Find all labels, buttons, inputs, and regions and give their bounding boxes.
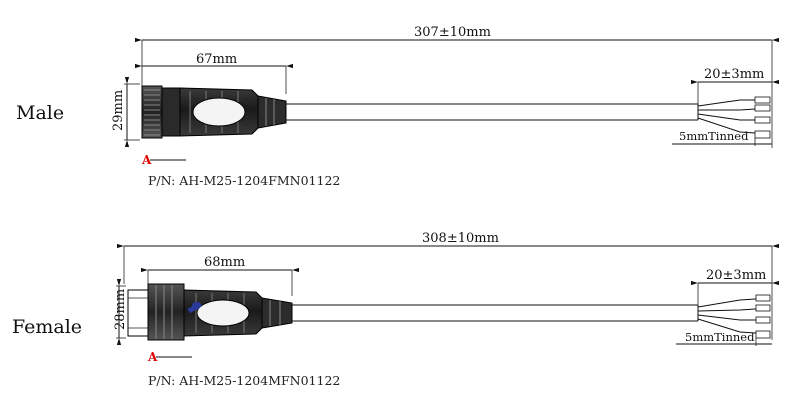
male-diameter: 29mm [111, 90, 126, 131]
male-strip-dimension: 20±3mm [691, 67, 779, 104]
male-tinned-dimension: 5mmTinned [672, 129, 772, 146]
male-strip-length: 20±3mm [704, 67, 764, 82]
female-cable [292, 304, 699, 322]
female-connector-dimension: 68mm [141, 255, 299, 296]
female-strip-length: 20±3mm [706, 268, 766, 283]
male-connector-length: 67mm [196, 52, 237, 67]
male-overall-length: 307±10mm [414, 25, 491, 40]
male-connector [141, 85, 287, 139]
female-overall-length: 308±10mm [422, 231, 499, 246]
female-assembly: Female 308±10mm 68mm 28mm [12, 231, 779, 388]
male-assembly: Male 307±10mm 67mm 29mm [16, 25, 779, 188]
male-part-number: P/N: AH-M25-1204FMN01122 [148, 173, 340, 188]
female-diameter-dimension: 28mm [113, 279, 128, 345]
female-connector [127, 283, 293, 341]
male-connector-dimension: 67mm [135, 52, 293, 94]
brand-logo-icon [187, 301, 203, 314]
male-label: Male [16, 102, 64, 124]
male-tinned: 5mmTinned [679, 129, 749, 143]
female-connector-length: 68mm [204, 255, 245, 270]
male-wires [697, 96, 771, 139]
female-tinned: 5mmTinned [685, 330, 755, 344]
female-view-mark: A [147, 350, 158, 364]
male-view-mark: A [141, 153, 152, 167]
male-diameter-dimension: 29mm [111, 77, 140, 147]
female-diameter: 28mm [113, 289, 128, 330]
male-overall-dimension: 307±10mm [135, 25, 779, 148]
female-strip-dimension: 20±3mm [691, 268, 779, 305]
female-overall-dimension: 308±10mm [117, 231, 779, 340]
female-part-number: P/N: AH-M25-1204MFN01122 [148, 373, 340, 388]
female-label: Female [12, 316, 82, 338]
female-tinned-dimension: 5mmTinned [676, 330, 772, 346]
male-cable [286, 103, 699, 121]
female-wires [697, 294, 771, 339]
